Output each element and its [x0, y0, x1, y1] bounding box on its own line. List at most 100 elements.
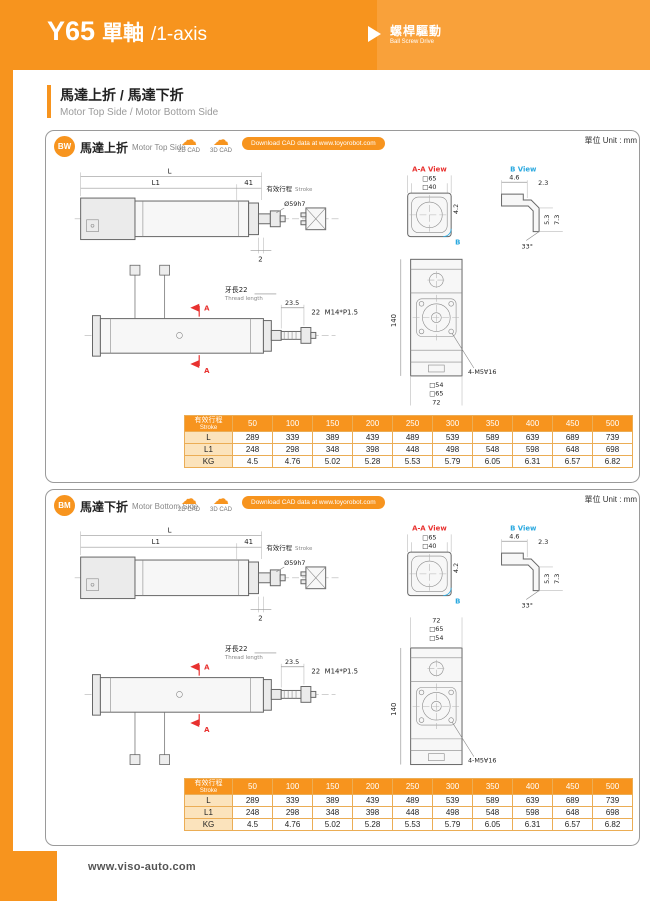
value-cell: 298	[272, 443, 313, 456]
technical-drawing-motor-bottom: 140 72 □65 □54 4-M5∀16	[74, 523, 564, 766]
value-cell: 389	[312, 794, 353, 807]
cloud-download-icon: ☁	[181, 132, 197, 149]
b-detail-view	[501, 164, 564, 251]
play-triangle-icon	[368, 25, 381, 42]
unit-label: 單位 Unit : mm	[584, 495, 637, 504]
panel-motor-top-side: BW 馬達上折 Motor Top Side ☁ 2D CAD ☁ 3D CAD…	[45, 130, 640, 483]
panel-badge: BW	[54, 136, 75, 157]
value-cell: 6.31	[512, 818, 553, 831]
value-cell: 248	[232, 443, 273, 456]
stroke-col-header: 500	[592, 778, 633, 795]
unit-label: 單位 Unit : mm	[584, 136, 637, 145]
value-cell: 339	[272, 431, 313, 444]
panel-subtitle: Motor Top Side	[132, 143, 186, 152]
stroke-col-header: 500	[592, 415, 633, 432]
stroke-col-header: 350	[472, 415, 513, 432]
panel-badge: BM	[54, 495, 75, 516]
cad-3d-download[interactable]: ☁ 3D CAD	[206, 133, 236, 155]
dim-sq54: □54	[429, 634, 443, 642]
value-cell: 248	[232, 806, 273, 819]
value-cell: 648	[552, 443, 593, 456]
value-cell: 639	[512, 794, 553, 807]
panel-title: 馬達下折	[80, 500, 129, 514]
value-cell: 398	[352, 806, 393, 819]
value-cell: 439	[352, 794, 393, 807]
value-cell: 6.82	[592, 818, 633, 831]
stroke-col-header: 50	[232, 778, 273, 795]
value-cell: 689	[552, 431, 593, 444]
stroke-col-header: 400	[512, 778, 553, 795]
value-cell: 4.5	[232, 455, 273, 468]
technical-drawing-motor-top: 140 □54 □65 72 4-M5∀16	[74, 164, 564, 407]
mount-dimensions: 140 □54 □65 72 4-M5∀16	[390, 259, 497, 407]
value-cell: 539	[432, 794, 473, 807]
cad-2d-label: 2D CAD	[177, 507, 200, 513]
dim-140: 140	[390, 314, 398, 327]
panel-motor-bottom-side: BM 馬達下折 Motor Bottom Side ☁ 2D CAD ☁ 3D …	[45, 489, 640, 846]
title-axis: /1-axis	[151, 24, 208, 45]
dim-sq65: □65	[429, 625, 443, 633]
stroke-col-header: 250	[392, 415, 433, 432]
value-cell: 698	[592, 806, 633, 819]
motor-cables-up	[129, 264, 170, 319]
section-title: 馬達上折 / 馬達下折	[60, 87, 184, 103]
dim-72: 72	[432, 399, 440, 407]
value-cell: 739	[592, 794, 633, 807]
value-cell: 389	[312, 431, 353, 444]
value-cell: 589	[472, 794, 513, 807]
stroke-col-header: 250	[392, 778, 433, 795]
value-cell: 448	[392, 806, 433, 819]
cad-2d-download[interactable]: ☁ 2D CAD	[174, 132, 204, 155]
row-label-cell: KG	[184, 818, 233, 831]
dim-4-m5: 4-M5∀16	[468, 368, 497, 376]
dim-sq54: □54	[429, 381, 443, 389]
value-cell: 439	[352, 431, 393, 444]
value-cell: 6.05	[472, 818, 513, 831]
actuator-top-view	[74, 166, 340, 264]
download-cad-link[interactable]: Download CAD data at www.toyorobot.com	[242, 496, 385, 509]
value-cell: 489	[392, 794, 433, 807]
value-cell: 348	[312, 443, 353, 456]
value-cell: 548	[472, 806, 513, 819]
value-cell: 589	[472, 431, 513, 444]
value-cell: 698	[592, 443, 633, 456]
cad-3d-download[interactable]: ☁ 3D CAD	[206, 492, 236, 514]
cad-3d-label: 3D CAD	[209, 148, 232, 154]
footer-url: www.viso-auto.com	[88, 861, 196, 873]
row-label-cell: L	[184, 794, 233, 807]
value-cell: 5.79	[432, 818, 473, 831]
actuator-top-view	[74, 525, 340, 623]
value-cell: 6.05	[472, 455, 513, 468]
download-cad-link[interactable]: Download CAD data at www.toyorobot.com	[242, 137, 385, 150]
left-accent-strip	[0, 70, 13, 901]
section-subtitle: Motor Top Side / Motor Bottom Side	[60, 107, 219, 118]
value-cell: 6.82	[592, 455, 633, 468]
value-cell: 4.5	[232, 818, 273, 831]
value-cell: 639	[512, 431, 553, 444]
mount-face-view	[410, 647, 463, 766]
motor-cables-down	[129, 712, 170, 765]
stroke-col-header: 100	[272, 415, 313, 432]
title-cn: 單軸	[102, 22, 145, 45]
stroke-col-header: 450	[552, 778, 593, 795]
stroke-col-header: 50	[232, 415, 273, 432]
aa-section-view	[407, 523, 461, 606]
row-label-cell: KG	[184, 455, 233, 468]
cad-2d-download[interactable]: ☁ 2D CAD	[174, 492, 204, 514]
value-cell: 498	[432, 806, 473, 819]
stroke-col-header: 200	[352, 778, 393, 795]
actuator-side-view	[84, 285, 359, 376]
panel-title: 馬達上折	[80, 141, 129, 155]
stroke-col-header: 300	[432, 778, 473, 795]
value-cell: 339	[272, 794, 313, 807]
stroke-col-header: 450	[552, 415, 593, 432]
value-cell: 5.53	[392, 455, 433, 468]
mount-face-view	[410, 258, 463, 377]
cad-3d-label: 3D CAD	[209, 507, 232, 513]
